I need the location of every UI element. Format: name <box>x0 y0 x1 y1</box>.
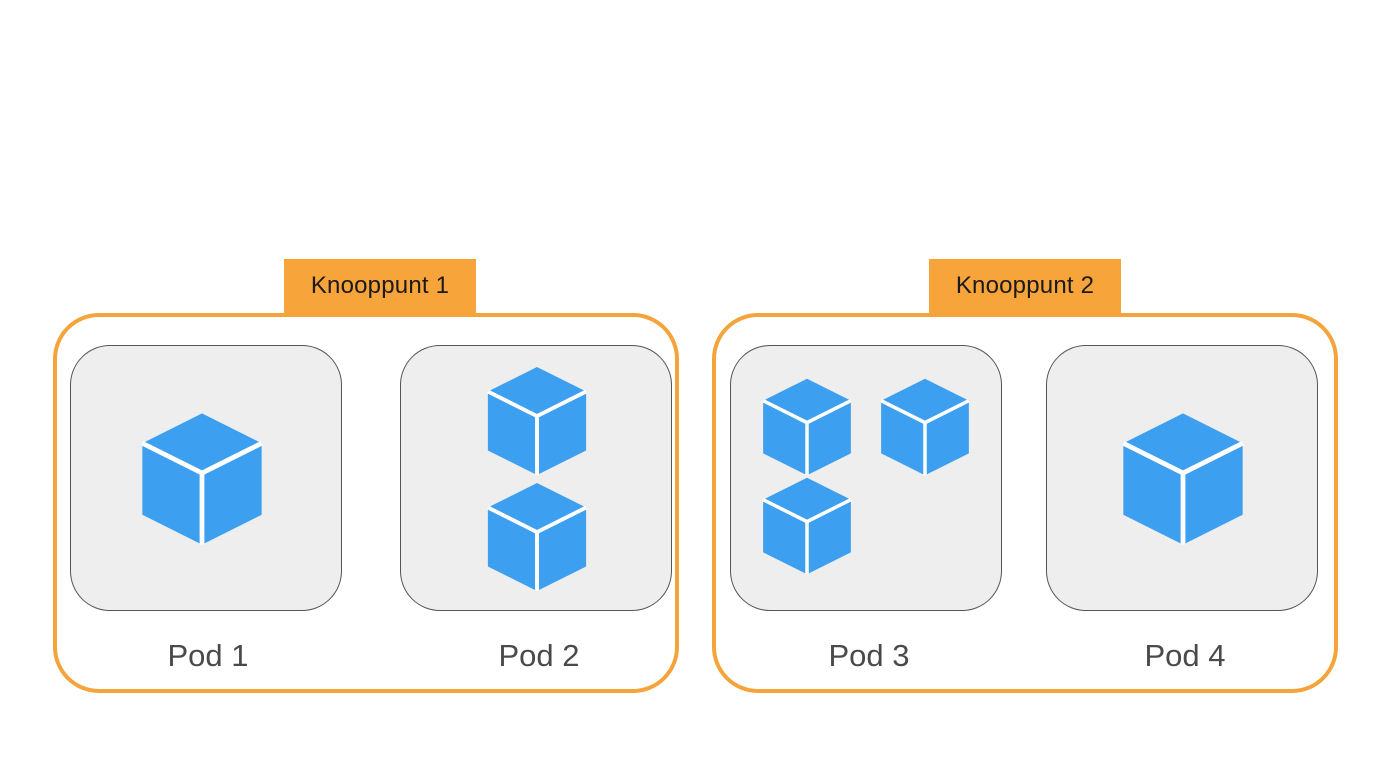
pod-4-label: Pod 4 <box>1144 638 1226 673</box>
pod-2-label: Pod 2 <box>498 638 580 673</box>
cube-icon <box>761 476 853 576</box>
cube-icon <box>485 365 589 477</box>
cube-icon <box>761 377 853 477</box>
pod-3-label: Pod 3 <box>828 638 910 673</box>
cube-icon <box>132 411 272 547</box>
pod-4-box <box>1046 345 1318 611</box>
cube-icon <box>1113 411 1253 547</box>
pod-2-box <box>400 345 672 611</box>
pod-3-box <box>730 345 1002 611</box>
cube-icon <box>485 481 589 593</box>
pod-1-label: Pod 1 <box>167 638 249 673</box>
node-2-label: Knooppunt 2 <box>929 259 1121 313</box>
pod-1-box <box>70 345 342 611</box>
cube-icon <box>879 377 971 477</box>
node-1-label: Knooppunt 1 <box>284 259 476 313</box>
